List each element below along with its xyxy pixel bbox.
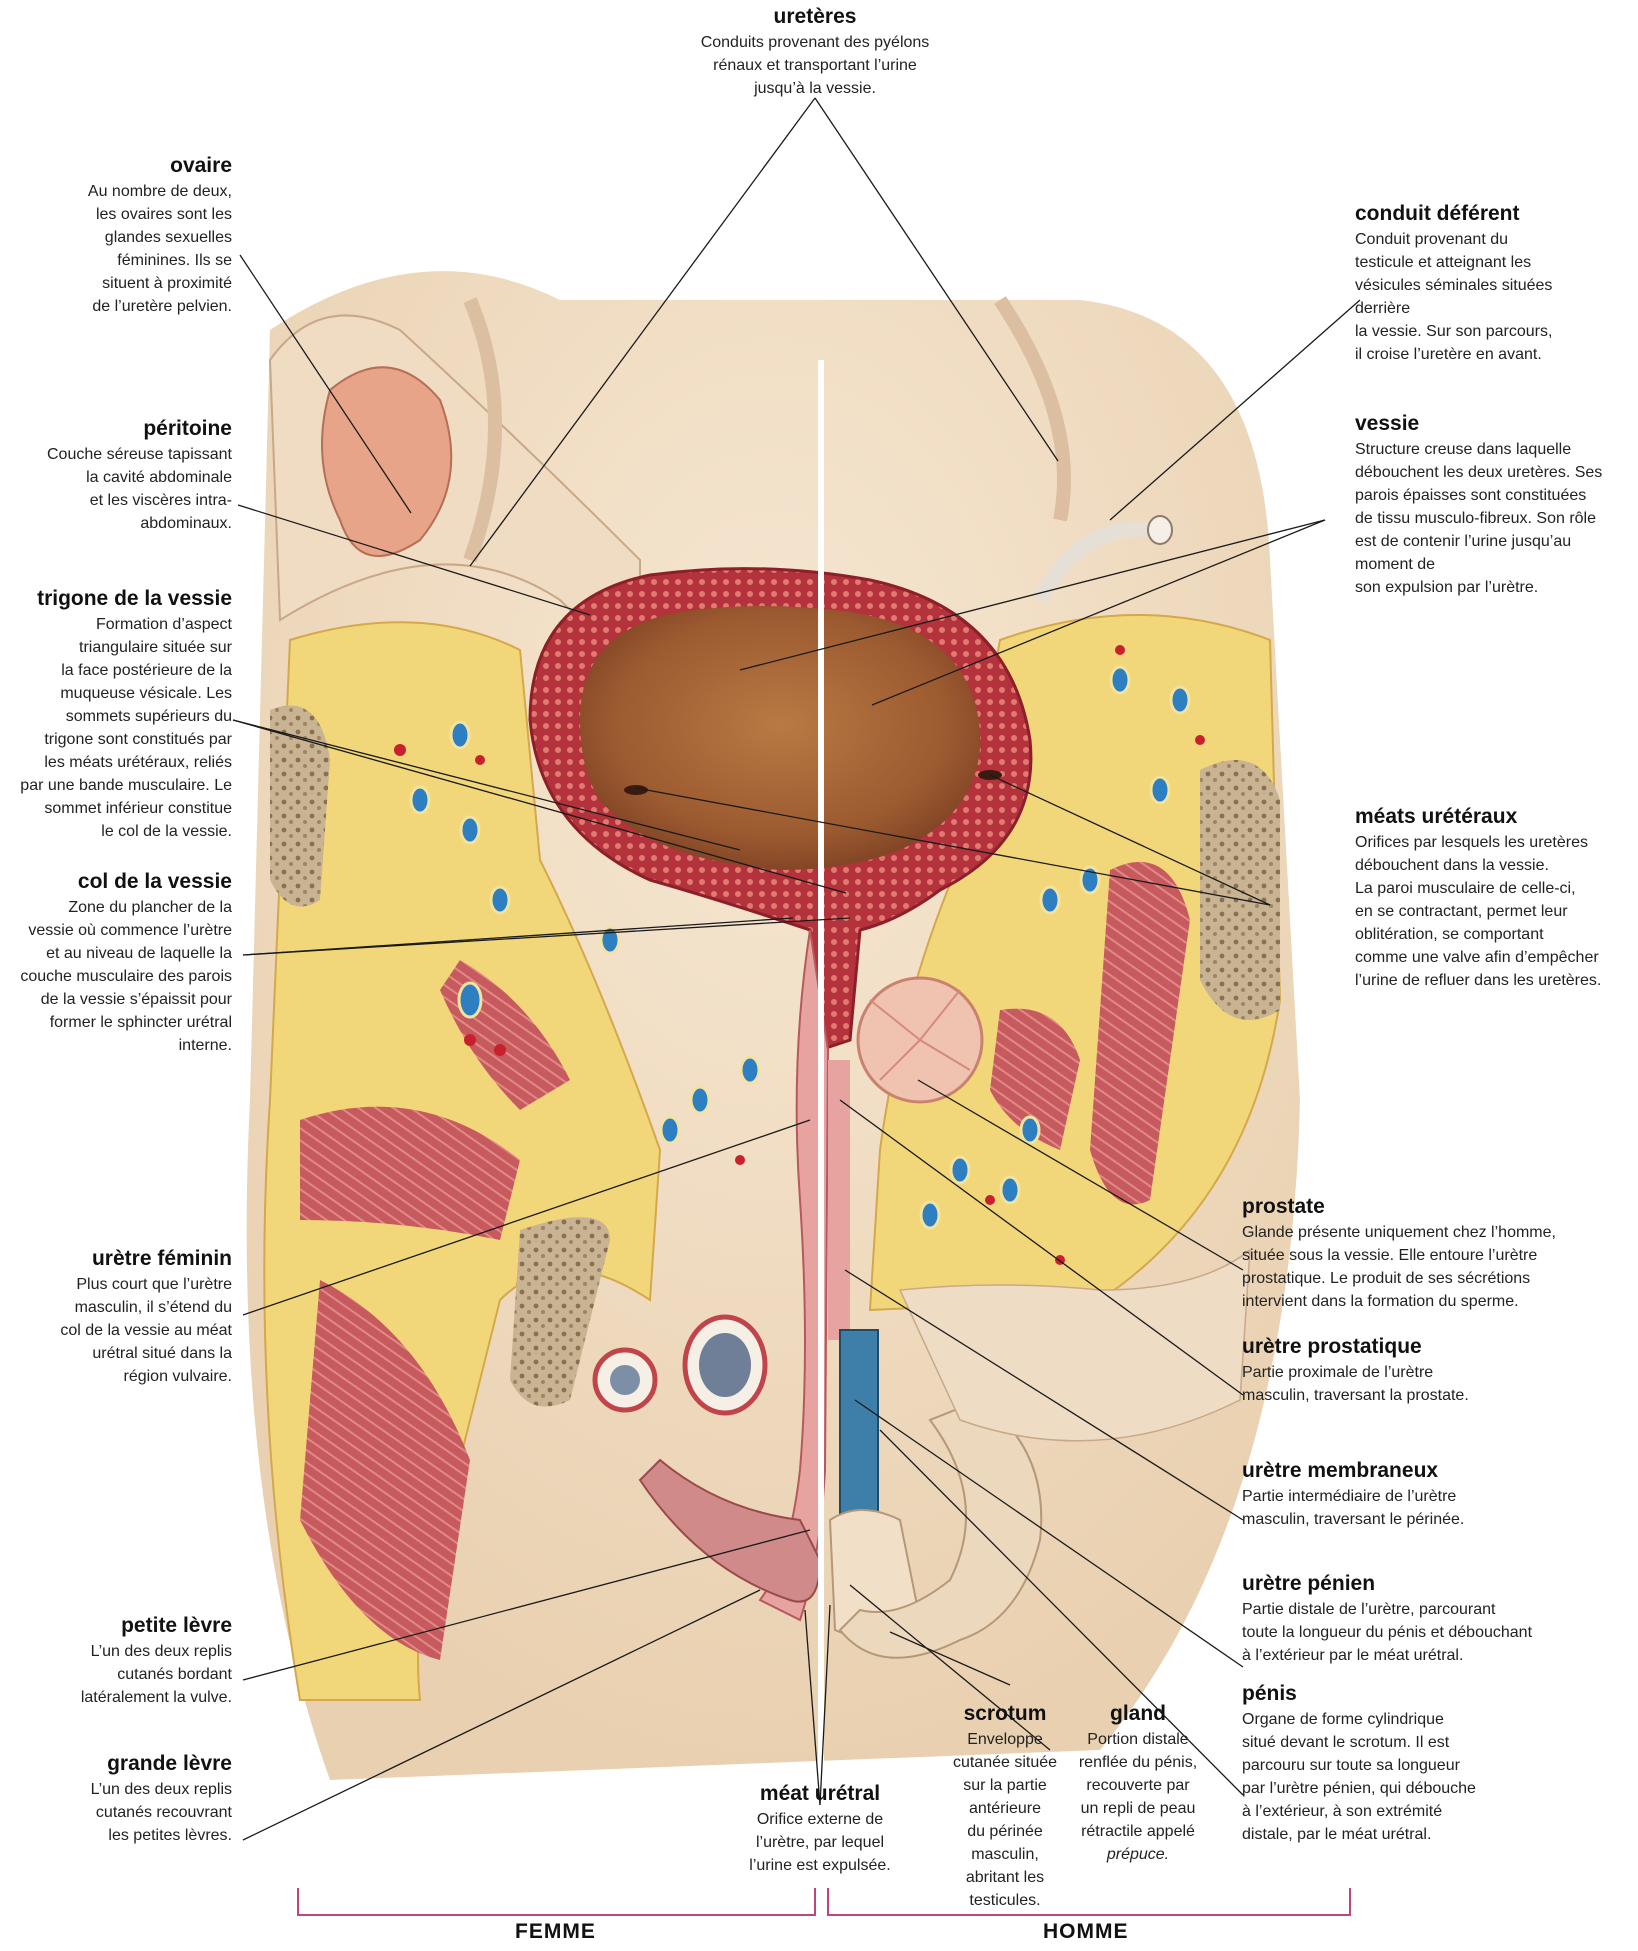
label-desc-italic: prépuce.	[1068, 1843, 1208, 1866]
pelvic-bone-right	[1200, 760, 1280, 1020]
clitoris-core-2	[699, 1333, 751, 1397]
label-petite-levre: petite lèvre L’un des deux replis cutané…	[20, 1612, 232, 1709]
group-label-femme: FEMME	[515, 1920, 596, 1944]
label-desc: Glande présente uniquement chez l’homme,…	[1242, 1221, 1632, 1313]
label-title: pénis	[1242, 1680, 1632, 1708]
label-desc: L’un des deux replis cutanés recouvrant …	[20, 1778, 232, 1847]
label-title: petite lèvre	[20, 1612, 232, 1640]
label-vessie: vessie Structure creuse dans laquelle dé…	[1355, 410, 1635, 599]
label-meat-uretral: méat urétral Orifice externe de l’urètre…	[735, 1780, 905, 1877]
label-title: urètre membraneux	[1242, 1457, 1632, 1485]
bracket-homme	[828, 1888, 1350, 1915]
label-conduit-deferent: conduit déférent Conduit provenant du te…	[1355, 200, 1630, 366]
label-desc: Couche séreuse tapissant la cavité abdom…	[20, 443, 232, 535]
label-peritoine: péritoine Couche séreuse tapissant la ca…	[20, 415, 232, 535]
label-title: vessie	[1355, 410, 1635, 438]
label-title: uretères	[650, 3, 980, 31]
label-ureteres: uretères Conduits provenant des pyélons …	[650, 3, 980, 100]
vas-deferens-end	[1148, 516, 1172, 544]
label-scrotum: scrotum Enveloppe cutanée située sur la …	[940, 1700, 1070, 1912]
label-desc: Plus court que l’urètre masculin, il s’é…	[20, 1273, 232, 1388]
label-prostate: prostate Glande présente uniquement chez…	[1242, 1193, 1632, 1313]
label-uretre-feminin: urètre féminin Plus court que l’urètre m…	[20, 1245, 232, 1388]
bracket-femme	[298, 1888, 815, 1915]
label-title: urètre prostatique	[1242, 1333, 1632, 1361]
label-penis: pénis Organe de forme cylindrique situé …	[1242, 1680, 1632, 1846]
label-uretre-membraneux: urètre membraneux Partie intermédiaire d…	[1242, 1457, 1632, 1531]
label-desc: Conduit provenant du testicule et atteig…	[1355, 228, 1630, 366]
label-title: urètre pénien	[1242, 1570, 1632, 1598]
label-title: prostate	[1242, 1193, 1632, 1221]
label-desc: Formation d’aspect triangulaire située s…	[5, 613, 232, 843]
male-urethra-upper	[828, 1060, 850, 1340]
label-title: col de la vessie	[5, 868, 232, 896]
label-uretre-penien: urètre pénien Partie distale de l’urètre…	[1242, 1570, 1632, 1667]
label-title: grande lèvre	[20, 1750, 232, 1778]
label-desc: Orifice externe de l’urètre, par lequel …	[735, 1808, 905, 1877]
membranous-urethra	[840, 1330, 878, 1530]
label-title: conduit déférent	[1355, 200, 1630, 228]
label-gland: gland Portion distale renflée du pénis, …	[1068, 1700, 1208, 1866]
label-desc: L’un des deux replis cutanés bordant lat…	[20, 1640, 232, 1709]
center-divider	[818, 360, 824, 1810]
label-desc: Conduits provenant des pyélons rénaux et…	[650, 31, 980, 100]
label-grande-levre: grande lèvre L’un des deux replis cutané…	[20, 1750, 232, 1847]
label-desc: Portion distale renflée du pénis, recouv…	[1068, 1728, 1208, 1843]
label-title: scrotum	[940, 1700, 1070, 1728]
label-title: méats urétéraux	[1355, 803, 1635, 831]
label-desc: Au nombre de deux, les ovaires sont les …	[40, 180, 232, 318]
label-title: gland	[1068, 1700, 1208, 1728]
label-ovaire: ovaire Au nombre de deux, les ovaires so…	[40, 152, 232, 318]
clitoris-core-1	[610, 1365, 640, 1395]
label-title: ovaire	[40, 152, 232, 180]
label-desc: Enveloppe cutanée située sur la partie a…	[940, 1728, 1070, 1912]
label-col-vessie: col de la vessie Zone du plancher de la …	[5, 868, 232, 1057]
pelvic-bone-left	[270, 706, 330, 907]
label-trigone: trigone de la vessie Formation d’aspect …	[5, 585, 232, 843]
group-brackets	[298, 1888, 1350, 1915]
bladder-lumen	[580, 606, 980, 870]
label-meats-ureteraux: méats urétéraux Orifices par lesquels le…	[1355, 803, 1635, 992]
label-title: trigone de la vessie	[5, 585, 232, 613]
label-desc: Zone du plancher de la vessie où commenc…	[5, 896, 232, 1057]
label-desc: Orifices par lesquels les uretères débou…	[1355, 831, 1635, 992]
label-title: méat urétral	[735, 1780, 905, 1808]
label-desc: Organe de forme cylindrique situé devant…	[1242, 1708, 1632, 1846]
label-uretre-prostatique: urètre prostatique Partie proximale de l…	[1242, 1333, 1632, 1407]
label-desc: Partie distale de l’urètre, parcourant t…	[1242, 1598, 1632, 1667]
label-desc: Partie intermédiaire de l’urètre masculi…	[1242, 1485, 1632, 1531]
label-desc: Partie proximale de l’urètre masculin, t…	[1242, 1361, 1632, 1407]
label-title: péritoine	[20, 415, 232, 443]
group-label-homme: HOMME	[1043, 1920, 1129, 1944]
label-desc: Structure creuse dans laquelle débouchen…	[1355, 438, 1635, 599]
label-title: urètre féminin	[20, 1245, 232, 1273]
